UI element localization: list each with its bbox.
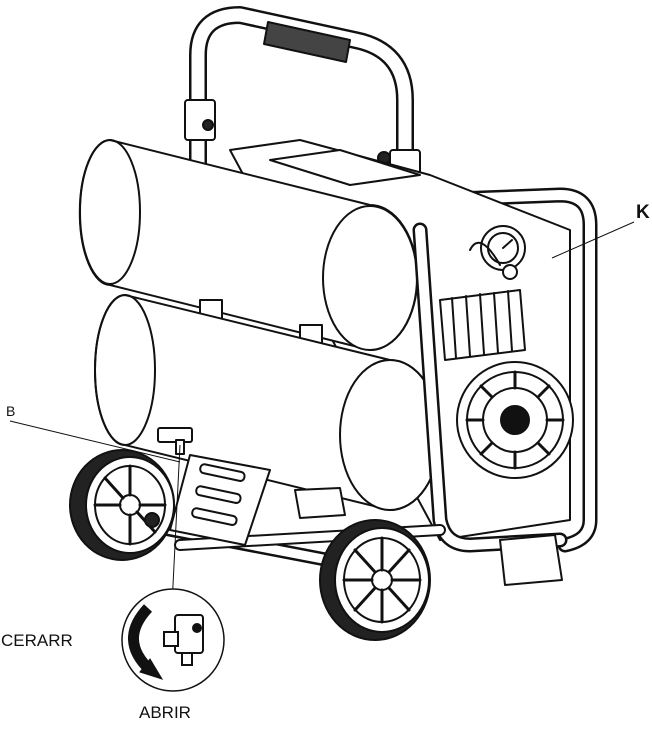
foot-plate bbox=[169, 454, 271, 546]
upper-tank bbox=[78, 139, 419, 351]
pressure-gauge bbox=[469, 225, 526, 280]
valve-detail-inset bbox=[121, 588, 225, 692]
cylinder-head bbox=[439, 289, 526, 361]
carry-handle bbox=[184, 6, 421, 249]
pressure-gauge-callout-label: K bbox=[636, 202, 650, 223]
curved-arrow-icon bbox=[128, 604, 164, 680]
drain-valve-callout-label: B bbox=[6, 403, 16, 419]
right-wheel bbox=[319, 519, 431, 641]
cooling-fan bbox=[456, 361, 574, 479]
front-frame bbox=[412, 222, 568, 553]
leader-lines bbox=[9, 221, 635, 606]
rubber-feet bbox=[294, 487, 563, 586]
drain-valve-icon bbox=[163, 614, 204, 666]
open-direction-label: ABRIR bbox=[139, 703, 191, 722]
left-wheel bbox=[69, 449, 175, 561]
close-direction-label: CERARR bbox=[1, 631, 73, 650]
lower-tank bbox=[94, 294, 441, 511]
